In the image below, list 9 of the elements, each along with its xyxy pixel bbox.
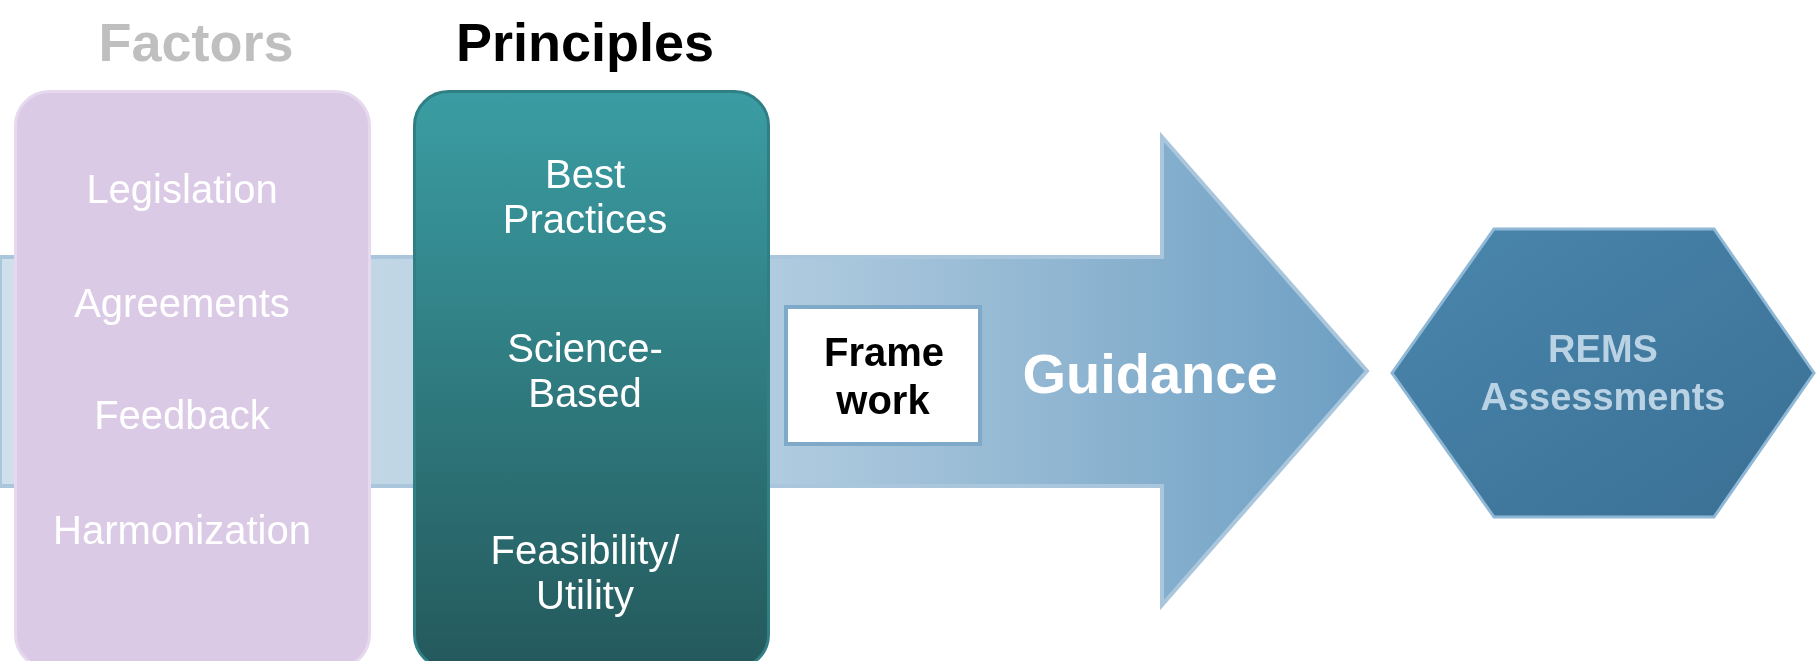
list-item: Science-Based	[506, 326, 664, 416]
column-heading: Principles	[455, 11, 715, 73]
box-label: Frame work	[823, 328, 946, 424]
column-heading: Factors	[98, 11, 294, 73]
hexagon-label: REMS Assessments	[1479, 326, 1727, 419]
list-item: Feasibility/ Utility	[489, 528, 681, 618]
framework-box	[784, 305, 982, 446]
list-item: Best Practices	[501, 152, 669, 242]
arrow-label: Guidance	[1022, 340, 1278, 406]
